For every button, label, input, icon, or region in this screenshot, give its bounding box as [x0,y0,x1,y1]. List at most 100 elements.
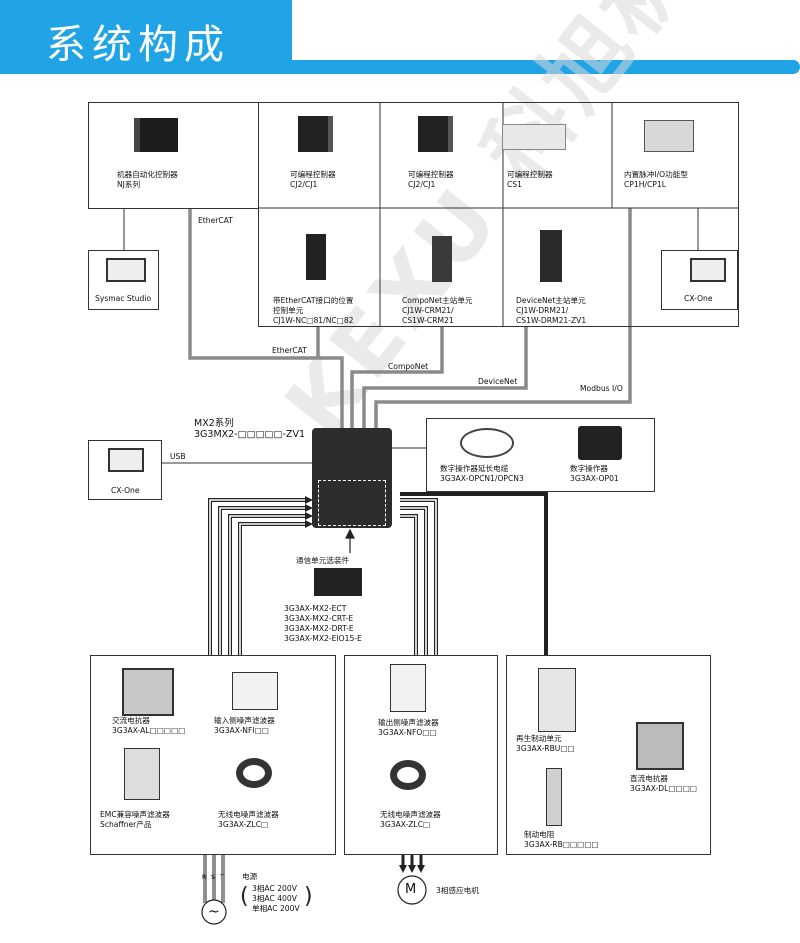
cj2-plc-icon [418,116,453,152]
cj2-b-name: 可编程控制器 [408,170,454,179]
cs1-plc-icon [502,124,566,150]
devicenet-unit-model1: CJ1W-DRM21/ [516,306,569,315]
ethercat-mid-label: EtherCAT [272,346,307,355]
comm-option-model: 3G3AX-MX2-EIO15-E [284,634,362,643]
phase-label: T [220,874,224,881]
power-spec: 3相AC 400V [252,894,297,903]
inverter-series: MX2系列 [194,418,234,429]
devicenet-unit-model2: CS1W-DRM21-ZV1 [516,316,587,325]
laptop-icon [690,258,726,282]
dc-reactor-icon [636,722,684,770]
nfi-model: 3G3AX-NFI□□ [214,726,269,735]
ethercat-unit-line2: 控制单元 [273,306,304,315]
dl-model: 3G3AX-DL□□□□ [630,784,698,793]
devicenet-bus-line [362,326,528,430]
rb-model: 3G3AX-RB□□□□□ [524,840,599,849]
inverter-icon [312,428,392,528]
motor-icon [397,875,427,905]
inverter-model: 3G3MX2-□□□□□-ZV1 [194,429,305,440]
cable-icon [460,428,514,458]
rbu-name: 再生制动单元 [516,734,562,743]
devicenet-unit-icon [540,230,562,282]
ethercat-unit-model: CJ1W-NC□81/NC□82 [273,316,354,325]
bracket-right: ) [304,884,313,909]
nfo-filter-icon [390,664,426,712]
rbu-model: 3G3AX-RBU□□ [516,744,575,753]
operator-panel-name: 数字操作器 [570,464,608,473]
operator-panel-icon [578,426,622,460]
ethercat-unit-line1: 带EtherCAT接口的位置 [273,296,354,305]
devicenet-label: DeviceNet [478,377,518,386]
modbus-bus-line [374,208,632,430]
operator-panel-model: 3G3AX-OP01 [570,474,619,483]
reactor-icon [122,668,174,716]
ethercat-unit-icon [306,234,326,280]
componet-unit-model2: CS1W-CRM21 [402,316,454,325]
componet-unit-model1: CJ1W-CRM21/ [402,306,454,315]
zlc-output-name: 无线电噪声滤波器 [380,810,441,819]
ac-symbol: ~ [208,904,220,920]
laptop-icon [108,448,144,472]
ethercat-bus-line [188,208,344,430]
braking-unit-icon [538,668,576,732]
rb-name: 制动电阻 [524,830,555,839]
cp1-model: CP1H/CP1L [624,180,666,189]
sysmac-studio-label: Sysmac Studio [95,294,152,303]
usb-label: USB [170,452,186,461]
zlc-ferrite-icon [236,758,272,788]
phase-label: R [202,874,207,881]
componet-unit-name: CompoNet主站单元 [402,296,473,305]
ethercat-top-label: EtherCAT [198,216,233,225]
emc-filter-icon [124,748,160,800]
power-title: 电源 [242,872,258,881]
cj2-a-name: 可编程控制器 [290,170,336,179]
componet-unit-icon [432,236,452,282]
motor-name: 3相感应电机 [436,886,479,895]
comm-option-model: 3G3AX-MX2-ECT [284,604,347,613]
cp1-plc-icon [644,120,694,152]
power-source-icon [201,899,227,925]
reactor-model: 3G3AX-AL□□□□□ [112,726,186,735]
braking-resistor-icon [546,768,562,826]
emc-model: Schaffner产品 [100,820,152,829]
cp1-name: 内置脉冲I/O功能型 [624,170,688,179]
cj2-b-model: CJ2/CJ1 [408,180,436,189]
cable-name: 数字操作器延长电缆 [440,464,509,473]
phase-label: S [211,874,215,881]
devicenet-unit-name: DeviceNet主站单元 [516,296,586,305]
emc-name: EMC兼容噪声滤波器 [100,810,170,819]
componet-bus-line [350,326,444,430]
comm-option-model: 3G3AX-MX2-CRT-E [284,614,354,623]
nj-controller-icon [134,118,178,152]
comm-option-model: 3G3AX-MX2-DRT-E [284,624,354,633]
cxone-left-label: CX-One [111,486,140,495]
nj-controller-model: NJ系列 [117,180,141,189]
zlc-output-model: 3G3AX-ZLC□ [380,820,431,829]
dl-name: 直流电抗器 [630,774,668,783]
modbus-label: Modbus I/O [580,384,623,393]
plc-group-box [258,102,739,327]
laptop-icon [106,258,146,282]
cs1-name: 可编程控制器 [507,170,553,179]
cj2-a-model: CJ2/CJ1 [290,180,318,189]
zlc-input-name: 无线电噪声滤波器 [218,810,279,819]
power-spec: 3相AC 200V [252,884,297,893]
title-banner [0,0,292,74]
cxone-right-label: CX-One [684,294,713,303]
nfi-name: 输入侧噪声滤波器 [214,716,275,725]
reactor-name: 交流电抗器 [112,716,150,725]
cs1-model: CS1 [507,180,522,189]
cable-model: 3G3AX-OPCN1/OPCN3 [440,474,524,483]
comm-slot-icon [318,480,386,526]
power-spec: 单相AC 200V [252,904,300,913]
zlc-input-model: 3G3AX-ZLC□ [218,820,269,829]
nj-controller-name: 机器自动化控制器 [117,170,178,179]
zlc-ferrite-icon [390,760,426,790]
nfi-filter-icon [232,672,278,710]
nfo-name: 输出侧噪声滤波器 [378,718,439,727]
motor-symbol: M [405,882,417,897]
cj2-plc-icon [298,116,333,152]
nfo-model: 3G3AX-NFO□□ [378,728,437,737]
componet-label: CompoNet [388,362,429,371]
